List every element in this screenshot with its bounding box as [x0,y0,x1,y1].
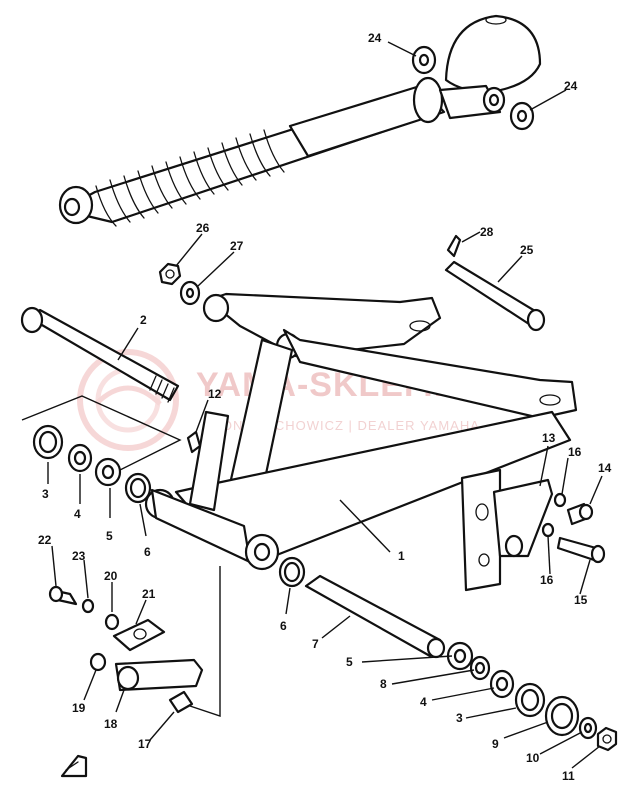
bolt-14 [566,502,594,526]
leader-lines [47,41,603,769]
washer-20 [104,613,120,631]
callout-labels: 1 2 3 3 4 4 5 5 6 6 7 8 9 10 11 12 13 14… [38,31,612,783]
callout-17: 17 [138,737,152,751]
callout-15: 15 [574,593,588,607]
rear-arm-1 [144,292,578,592]
nut-26 [158,262,182,286]
callout-27: 27 [230,239,244,253]
callout-5-right: 5 [346,655,353,669]
callout-3-left: 3 [42,487,49,501]
callout-3-right: 3 [456,711,463,725]
cap-9 [544,695,580,737]
seal-6-left [124,472,152,504]
callout-10: 10 [526,751,540,765]
shaft-25 [444,260,546,332]
callout-21: 21 [142,587,156,601]
callout-22: 22 [38,533,52,547]
callout-11: 11 [562,769,575,783]
callout-4-right: 4 [420,695,427,709]
pivot-shaft-2 [20,306,180,403]
front-direction-symbol [60,754,88,778]
callout-26: 26 [196,221,210,235]
callout-25: 25 [520,243,534,257]
clip-17 [168,690,194,714]
callout-12: 12 [208,387,222,401]
callout-19: 19 [72,701,86,715]
callout-24-upper: 24 [368,31,382,45]
chain-guide-18 [114,658,204,692]
washer-8 [469,655,491,681]
bushing-5-left [94,457,122,487]
bushing-3-left [32,424,64,460]
callout-13: 13 [542,431,556,445]
washer-16-lower [541,522,555,538]
callout-16-lower: 16 [540,573,554,587]
callout-6-right: 6 [280,619,287,633]
callout-28: 28 [480,225,494,239]
collar-7 [304,574,446,659]
callout-7: 7 [312,637,319,651]
bolt-15 [556,536,606,564]
callout-4-left: 4 [74,507,81,521]
callout-8: 8 [380,677,387,691]
washer-23 [81,598,95,614]
grease-nipple-12 [186,430,202,454]
washer-16-upper [553,492,567,508]
callout-20: 20 [104,569,118,583]
bushing-3-right [514,682,546,718]
callout-6-left: 6 [144,545,151,559]
collar-19 [89,652,107,672]
seal-6-right [278,556,306,588]
bolt-28 [446,234,462,258]
callout-2: 2 [140,313,147,327]
bracket-13 [492,478,554,558]
chain-puller-21 [112,618,166,652]
washer-24-upper [411,45,437,75]
washer-10 [578,716,598,740]
washer-4-left [67,443,93,473]
callout-24-right: 24 [564,79,578,93]
washer-24-right [509,101,535,131]
callout-14: 14 [598,461,612,475]
bolt-22 [48,585,78,606]
callout-9: 9 [492,737,499,751]
washer-4-right [489,669,515,699]
callout-16-upper: 16 [568,445,582,459]
nut-11 [596,726,618,752]
callout-1: 1 [398,549,405,563]
bushing-5-right [446,641,474,671]
washer-27 [179,280,201,306]
callout-23: 23 [72,549,86,563]
callout-18: 18 [104,717,118,731]
rear-shock-absorber [58,14,542,227]
callout-5-left: 5 [106,529,113,543]
